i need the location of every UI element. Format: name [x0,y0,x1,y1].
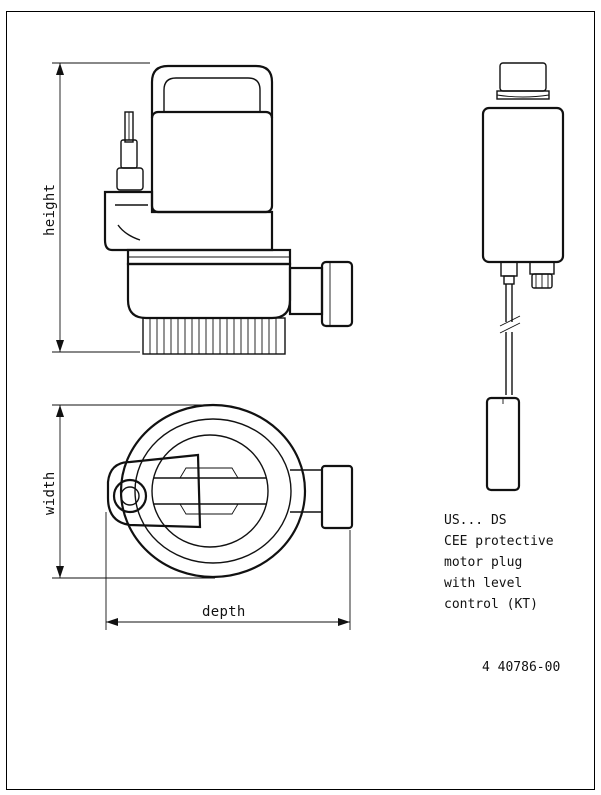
note-line-2: CEE protective [444,534,554,549]
note-line-3: motor plug [444,555,522,570]
pump-top-view [106,403,354,579]
depth-label: depth [202,604,246,620]
plug-note: US... DS CEE protective motor plug with … [444,513,554,612]
part-number: 4 40786-00 [482,660,560,675]
pump-side-view [103,64,354,355]
width-dimension: width [42,404,215,579]
height-dimension: height [42,62,150,353]
depth-dimension: depth [105,512,351,630]
width-label: width [42,471,58,515]
note-line-1: US... DS [444,513,507,528]
drawing-frame [6,11,595,790]
motor-plug-drawing [481,62,565,492]
height-label: height [42,184,58,236]
note-line-4: with level [444,576,522,591]
note-line-5: control (KT) [444,597,538,612]
